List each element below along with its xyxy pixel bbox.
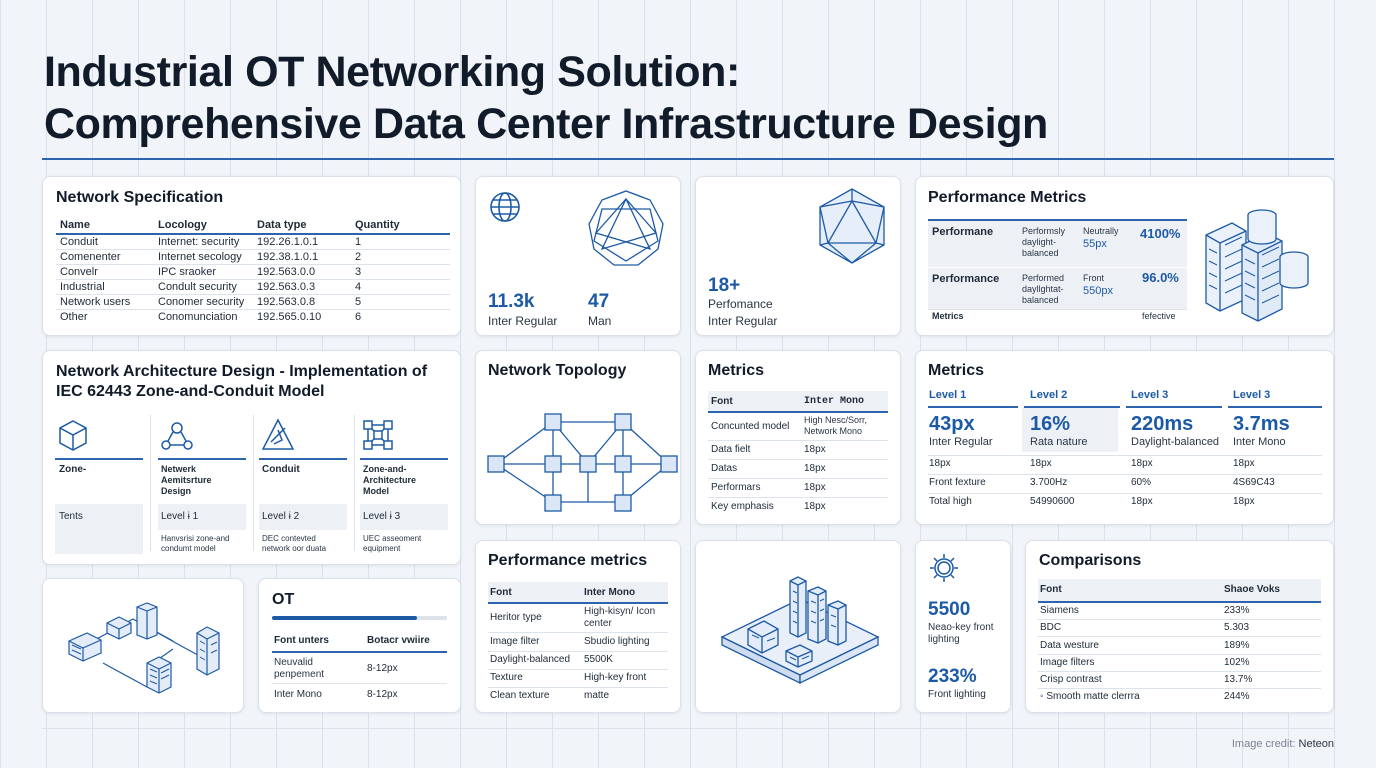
factory-card xyxy=(695,540,901,713)
title-divider xyxy=(42,158,1334,160)
stat-value: 18+ xyxy=(708,275,741,296)
title-line-1: Industrial OT Networking Solution: xyxy=(44,48,740,96)
network-spec-card: Network Specification Name Locology Data… xyxy=(42,176,461,336)
isometric-network-card xyxy=(42,578,244,713)
polygon-network-icon xyxy=(588,190,664,266)
table-header: Font xyxy=(490,587,512,598)
stat-value: 233% xyxy=(928,666,977,687)
stat-card-polyhedron: 18+ Perfomance Inter Regular xyxy=(695,176,901,336)
image-credit: Image credit: Neteon xyxy=(1231,738,1334,750)
ot-progress-fill xyxy=(272,616,418,620)
table-header: Font xyxy=(711,396,733,407)
card-title: OT xyxy=(272,591,295,608)
table-header: Inter Mono xyxy=(804,396,865,407)
card-title: Performance metrics xyxy=(488,552,648,569)
stat-label: Perfomance xyxy=(708,297,773,311)
card-title: Comparisons xyxy=(1039,552,1142,569)
metrics-levels-card: Metrics Level 1 43px Inter Regular 18px … xyxy=(915,350,1334,525)
sun-icon xyxy=(930,554,958,582)
factory-icon xyxy=(720,576,880,685)
card-title: Performance Metrics xyxy=(928,189,1087,206)
zone-grid-icon xyxy=(363,420,393,450)
stat-value: 47 xyxy=(588,291,610,312)
stat-label: Front lighting xyxy=(928,689,986,700)
stat-card-globe: 11.3k Inter Regular 47 Man xyxy=(475,176,681,336)
stat-label: Inter Regular xyxy=(708,314,778,328)
isometric-network-icon xyxy=(68,602,220,694)
table-header: Inter Mono xyxy=(584,587,636,598)
network-nodes-icon xyxy=(161,422,193,450)
credit-name: Neteon xyxy=(1298,738,1334,750)
table-header: Locology xyxy=(158,219,207,231)
network-topology-card: Network Topology xyxy=(475,350,681,525)
globe-icon xyxy=(490,192,520,222)
performance-metrics-card: Performance Metrics Performane Performsl… xyxy=(915,176,1334,336)
stat-label: Neao-key front lighting xyxy=(928,622,994,645)
ot-progress-bar xyxy=(272,616,447,620)
conduit-icon xyxy=(261,418,295,450)
title-line-2: Comprehensive Data Center Infrastructure… xyxy=(44,100,1048,148)
performance-metrics-bottom-card: Performance metrics Font Inter Mono Heri… xyxy=(475,540,681,713)
table-header: Botacr vwiire xyxy=(367,635,430,646)
card-title: Metrics xyxy=(928,362,985,379)
card-title: Network Specification xyxy=(56,189,224,206)
table-header: Data type xyxy=(257,219,307,231)
ot-card: OT Font unters Botacr vwiire Neuvalid pe… xyxy=(258,578,461,713)
table-header: Font xyxy=(1040,584,1062,595)
stat-value: 5500 xyxy=(928,599,971,620)
table-row: Performance Performed dayllghtat-balance… xyxy=(928,268,1187,310)
card-title: Metrics xyxy=(708,362,765,379)
table-header: Font unters xyxy=(274,635,329,646)
polyhedron-icon xyxy=(819,188,885,264)
stat-label: Man xyxy=(588,314,612,328)
table-row: Performane Performsly daylight-balanced … xyxy=(928,221,1187,267)
table-header: Name xyxy=(60,219,90,231)
cube-icon xyxy=(59,420,87,451)
stat-value: 11.3k xyxy=(488,291,535,312)
card-title: Network Architecture Design - Implementa… xyxy=(56,363,428,400)
architecture-card: Network Architecture Design - Implementa… xyxy=(42,350,461,565)
stat-label: Inter Regular xyxy=(488,314,558,328)
table-header: Shaoe Voks xyxy=(1224,584,1280,595)
topology-diagram xyxy=(487,413,678,512)
stat-card-lighting: 5500 Neao-key front lighting 233% Front … xyxy=(915,540,1011,713)
server-buildings-icon xyxy=(1205,209,1309,322)
table-header: Quantity xyxy=(355,219,400,231)
card-title: Network Topology xyxy=(488,362,627,379)
